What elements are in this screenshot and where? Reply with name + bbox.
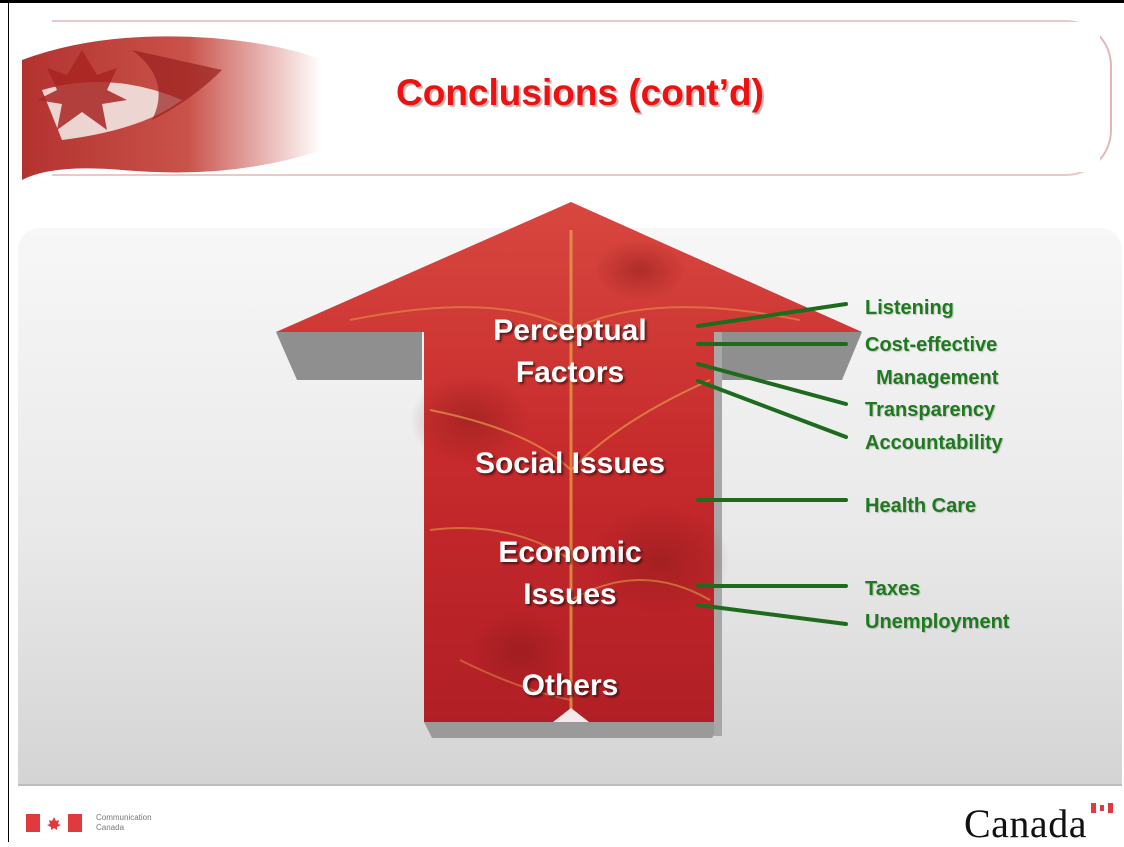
slide-title: Conclusions (cont’d) <box>396 72 764 113</box>
canada-wordmark: Canada <box>964 801 1087 846</box>
slide-top-border <box>0 0 1124 3</box>
level-label-social-issues: Social Issues <box>474 447 666 480</box>
factor-listening: Listening <box>865 297 954 319</box>
factor-unemployment: Unemployment <box>865 611 1010 633</box>
connector-transparency <box>696 362 848 406</box>
factor-cost-effective-management: Cost-effective Management <box>865 334 999 389</box>
level-label-economic-issues: Economic Issues <box>498 536 642 611</box>
header-frame <box>52 20 1112 176</box>
connector-accountability <box>696 379 848 439</box>
connector-unemployment <box>696 603 848 626</box>
factor-health-care: Health Care <box>865 495 977 517</box>
flag-image <box>22 36 322 180</box>
leaf-texture <box>349 230 801 722</box>
factor-accountability: Accountability <box>865 432 1003 454</box>
canada-flag-logo <box>26 814 82 832</box>
slide-left-border <box>8 0 9 842</box>
factor-transparency: Transparency <box>865 399 996 421</box>
connector-listening <box>696 302 848 328</box>
department-name: Communication Canada <box>96 813 152 832</box>
factor-taxes: Taxes <box>865 578 921 600</box>
header-fill <box>400 22 1100 172</box>
level-label-others: Others <box>521 669 619 702</box>
background-panel-edge <box>18 784 1122 786</box>
connector-lines <box>696 302 848 626</box>
arrow-shape <box>276 202 862 722</box>
wordmark-flag-icon <box>1091 803 1113 813</box>
level-label-perceptual-factors: Perceptual Factors <box>493 314 647 389</box>
